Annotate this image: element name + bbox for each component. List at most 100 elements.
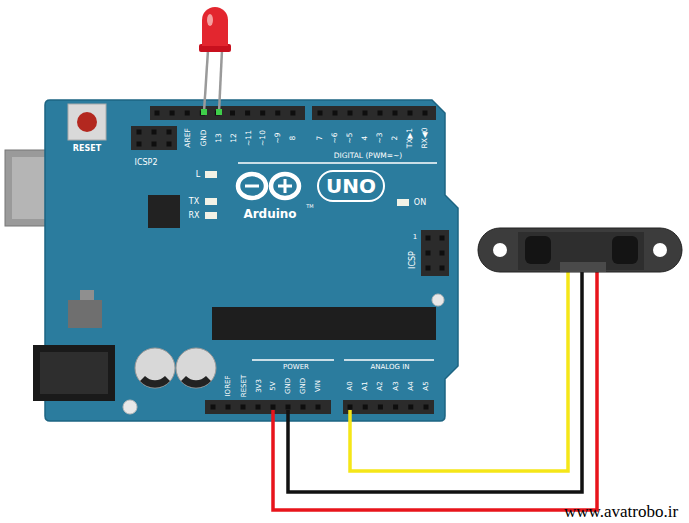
pin-label: GND — [285, 378, 292, 394]
digital-header — [150, 106, 305, 120]
pin-label: ~10 — [259, 130, 267, 146]
microcontroller — [212, 307, 436, 340]
header-pin — [230, 111, 235, 116]
capacitor — [135, 348, 175, 388]
header-pin — [348, 111, 353, 116]
analog-header — [343, 400, 434, 414]
header-pin — [316, 405, 321, 410]
pin-label: TX▶1 — [406, 128, 414, 148]
icsp-pin — [137, 142, 142, 147]
pin-label: RX◀0 — [421, 128, 429, 149]
pin-label: 8 — [289, 136, 297, 141]
capacitor — [181, 376, 211, 388]
header-pin — [185, 111, 190, 116]
header-pin — [155, 111, 160, 116]
pin-label: A3 — [392, 381, 399, 390]
watermark: www.avatrobo.ir — [564, 503, 678, 520]
red-led — [199, 7, 231, 115]
pin-number: 1 — [413, 234, 417, 241]
voltage-regulator — [80, 290, 94, 300]
header-pin — [318, 111, 323, 116]
header-pin — [286, 405, 291, 410]
header-pin — [393, 405, 398, 410]
header-pin — [348, 405, 353, 410]
header-pin — [424, 405, 429, 410]
icsp2-header — [131, 126, 177, 150]
wire-5v — [273, 270, 597, 510]
pin-label: 5V — [270, 381, 277, 390]
led-label: ON — [414, 199, 426, 207]
pin-label: RESET — [241, 375, 248, 397]
header-pin — [333, 111, 338, 116]
pin-label: A2 — [377, 381, 384, 390]
status-led — [205, 198, 217, 205]
reset-button — [77, 112, 97, 132]
reset-button — [68, 104, 106, 140]
header-pin — [271, 405, 276, 410]
pin-label: ~9 — [274, 132, 282, 143]
header-pin — [170, 111, 175, 116]
icsp-pin — [167, 130, 172, 135]
icsp-pin — [440, 236, 445, 241]
arduino-logo — [238, 174, 299, 198]
header-label: ANALOG IN — [371, 364, 410, 371]
pin-label: 7 — [316, 136, 324, 141]
icsp-pin — [152, 130, 157, 135]
pin-label: A5 — [423, 381, 430, 390]
pin-label: ~11 — [245, 130, 253, 146]
pin-label: 13 — [215, 133, 223, 143]
header-label: POWER — [283, 364, 309, 371]
led-label: TX — [189, 198, 199, 206]
header-label: DIGITAL (PWM=~) — [334, 152, 403, 160]
dc-jack — [40, 352, 108, 394]
header-pin — [226, 405, 231, 410]
pin-label: ~3 — [376, 132, 384, 143]
header-pin — [260, 111, 265, 116]
pin-label: A1 — [362, 381, 369, 390]
icsp-pin — [440, 251, 445, 256]
status-led — [397, 199, 409, 206]
silkscreen-line — [252, 359, 334, 361]
header-pin — [241, 405, 246, 410]
header-label: ICSP2 — [135, 159, 158, 167]
header-pin — [211, 405, 216, 410]
pin-label: 3V3 — [256, 379, 263, 393]
pin-label: 12 — [230, 133, 238, 143]
header-pin — [408, 405, 413, 410]
digital-header — [312, 106, 436, 120]
header-pin — [393, 111, 398, 116]
header-pin — [378, 111, 383, 116]
pin-label: GND — [200, 129, 208, 146]
status-led — [205, 212, 217, 219]
silkscreen-line — [238, 162, 437, 164]
pin-label: GND — [300, 378, 307, 394]
trademark: TM — [306, 204, 313, 209]
header-pin — [245, 111, 250, 116]
header-pin — [363, 111, 368, 116]
button-label: RESET — [73, 145, 101, 153]
header-pin — [275, 111, 280, 116]
icsp-header — [421, 230, 449, 276]
icsp-pin — [137, 130, 142, 135]
header-pin — [378, 405, 383, 410]
header-label: ICSP — [409, 251, 417, 269]
icsp-pin — [426, 266, 431, 271]
header-pin — [423, 111, 428, 116]
brand-name: Arduino — [243, 208, 296, 220]
header-pin — [301, 405, 306, 410]
silkscreen-line — [344, 359, 434, 361]
led-label: RX — [188, 212, 199, 220]
capacitor — [176, 348, 216, 388]
header-pin — [363, 405, 368, 410]
mounting-hole — [123, 400, 137, 414]
icsp-pin — [426, 251, 431, 256]
ir-distance-sensor — [478, 228, 682, 272]
pin-label: ~6 — [331, 132, 339, 143]
dc-jack — [33, 345, 115, 401]
icsp-pin — [440, 266, 445, 271]
voltage-regulator — [68, 300, 102, 328]
header-pin — [256, 405, 261, 410]
pin-label: 2 — [391, 136, 399, 141]
